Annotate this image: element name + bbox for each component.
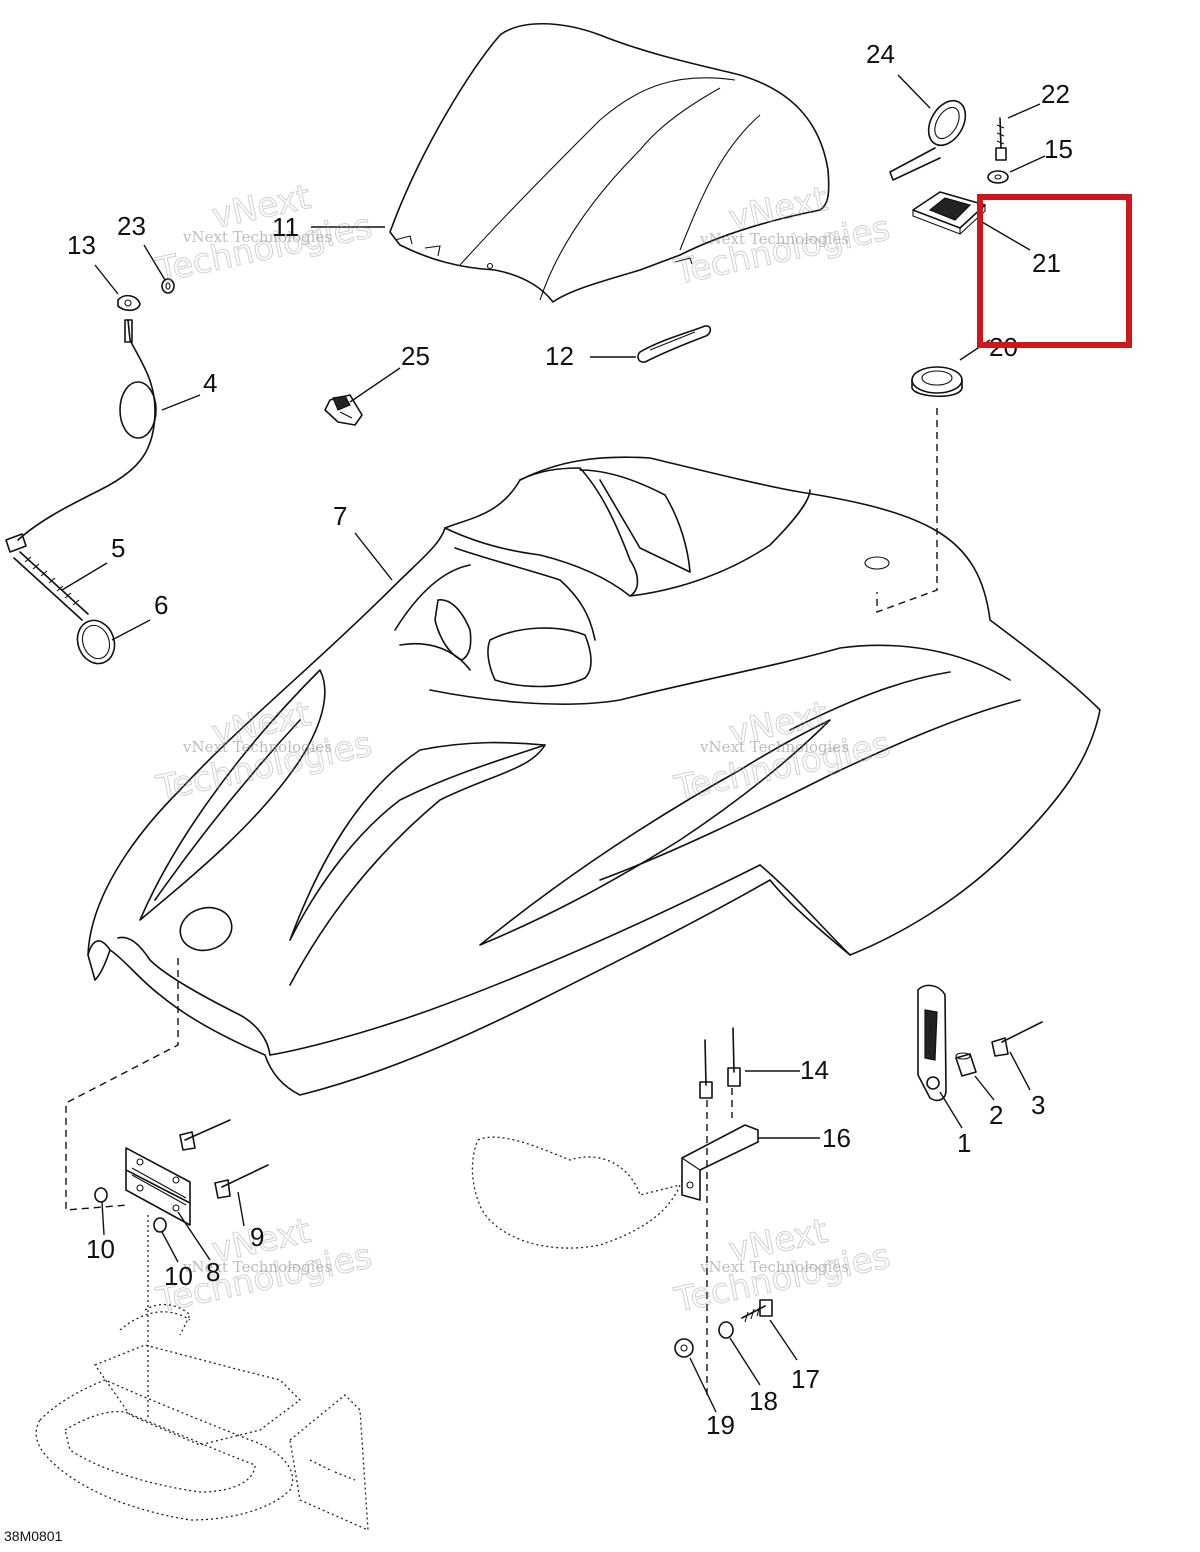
windshield-part — [389, 23, 830, 303]
cable-5-part — [13, 551, 89, 621]
callout-label-7: 7 — [333, 501, 347, 531]
watermark-text: vNext Technologies — [699, 738, 849, 756]
callout-label-4: 4 — [203, 368, 217, 398]
nut-13-part — [117, 294, 141, 312]
callout-label-14: 14 — [800, 1055, 829, 1085]
callout-label-21: 21 — [1032, 248, 1061, 278]
screw-17-part — [741, 1299, 773, 1323]
tether-cord-4-part — [5, 319, 157, 553]
rivet-9-upper-part — [179, 1119, 231, 1151]
callout-label-9: 9 — [250, 1222, 264, 1252]
rivet-3-part — [991, 1021, 1043, 1057]
washer-18-part — [718, 1321, 734, 1339]
watermark-text: vNext Technologies — [699, 1258, 849, 1276]
moulding-strip-part — [637, 325, 712, 363]
callout-label-13: 13 — [67, 230, 96, 260]
callout-label-10-left: 10 — [86, 1234, 115, 1264]
rivets-14-part — [699, 1027, 741, 1099]
callout-label-17: 17 — [791, 1364, 820, 1394]
handle-1-part — [917, 984, 947, 1102]
screw-22-part — [995, 117, 1007, 161]
drawing-code: 38M0801 — [4, 1528, 63, 1544]
callout-label-10-right: 10 — [164, 1261, 193, 1291]
assembly-dashed-line — [65, 958, 179, 1211]
watermark-text: vNext Technologies — [182, 738, 332, 756]
clip-25-part — [324, 394, 363, 426]
callout-label-22: 22 — [1041, 79, 1070, 109]
callout-label-3: 3 — [1031, 1090, 1045, 1120]
washer-10-right-part — [153, 1217, 167, 1233]
callout-label-11: 11 — [272, 212, 299, 242]
bumper-part — [35, 1215, 369, 1532]
callout-label-15: 15 — [1044, 134, 1073, 164]
watermark-text: vNext Technologies — [699, 230, 849, 248]
callout-label-16: 16 — [822, 1123, 851, 1153]
washer-15-part — [987, 170, 1009, 184]
callout-label-19: 19 — [706, 1410, 735, 1440]
grommet-20-part — [876, 366, 963, 614]
mount-base-21-part — [912, 191, 986, 235]
callout-label-12: 12 — [545, 341, 574, 371]
callout-label-1: 1 — [957, 1128, 971, 1158]
highlight-box — [977, 194, 1132, 348]
watermark-text: vNext Technologies — [182, 228, 332, 246]
callout-label-25: 25 — [401, 341, 430, 371]
callout-label-6: 6 — [154, 590, 168, 620]
washer-10-left-part — [94, 1187, 108, 1203]
leader-lines — [61, 74, 1046, 1413]
callout-label-24: 24 — [866, 39, 895, 69]
watermarks: vNext Technologies Technologies vNext vN… — [152, 177, 894, 1322]
callout-label-23: 23 — [117, 211, 146, 241]
callout-label-2: 2 — [989, 1100, 1003, 1130]
headlight-cover-part — [471, 1136, 682, 1249]
bracket-16-part — [681, 1088, 759, 1400]
cable-tie-part — [889, 99, 967, 181]
rivet-9-lower-part — [214, 1164, 269, 1199]
callout-label-5: 5 — [111, 533, 125, 563]
washer-19-part — [674, 1338, 694, 1358]
watermark-text: vNext Technologies — [182, 1258, 332, 1276]
hinge-8-part — [125, 1147, 191, 1226]
washer-23-part — [161, 278, 175, 294]
callout-label-18: 18 — [749, 1386, 778, 1416]
callout-labels: 1 2 3 4 5 6 7 8 9 10 10 11 12 13 14 15 1… — [67, 39, 1073, 1440]
ring-6-part — [76, 619, 116, 665]
callout-label-8: 8 — [206, 1257, 220, 1287]
spacer-2-part — [955, 1052, 977, 1077]
hood-body-7-part — [87, 456, 1101, 1096]
